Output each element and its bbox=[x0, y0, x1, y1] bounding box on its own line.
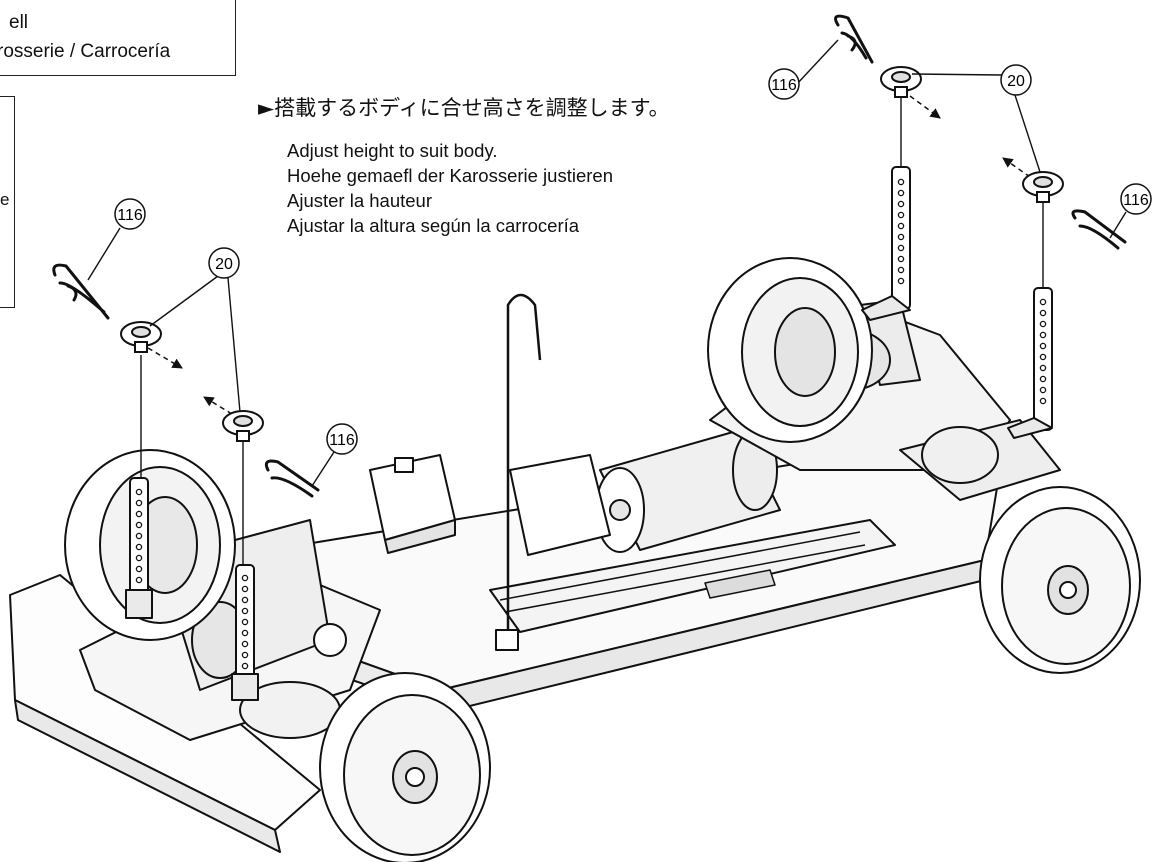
rear-right-wheel bbox=[979, 486, 1141, 674]
instruction-german: Hoehe gemaefl der Karosserie justieren bbox=[287, 165, 613, 186]
callout-body-washer-front: 20 bbox=[208, 247, 240, 279]
body-post-rear-right bbox=[1007, 287, 1053, 439]
body-post-rear-left bbox=[861, 166, 911, 321]
instruction-spanish: Ajustar la altura según la carrocería bbox=[287, 215, 580, 236]
body-washer-icon bbox=[1022, 171, 1064, 203]
side-note-text: e bbox=[0, 190, 10, 209]
body-clip-icon bbox=[1071, 209, 1127, 250]
body-washer-icon bbox=[880, 66, 922, 98]
arrow-clip-to-washer-front-right bbox=[203, 396, 233, 415]
side-note-box: e bbox=[0, 96, 15, 308]
assembly-arrows bbox=[147, 95, 1031, 415]
body-clips bbox=[52, 14, 1127, 498]
antenna bbox=[495, 293, 542, 651]
post-holes-rear-left bbox=[897, 178, 905, 285]
body-post-front-left bbox=[125, 477, 153, 619]
callout-label: 116 bbox=[117, 207, 143, 224]
guide-lines bbox=[140, 98, 1044, 565]
instruction-english: Adjust height to suit body. bbox=[287, 140, 498, 161]
instruction-french: Ajuster la hauteur bbox=[287, 190, 433, 211]
callout-label: 20 bbox=[215, 256, 233, 273]
body-clip-icon bbox=[52, 263, 110, 320]
battery-tray bbox=[489, 519, 896, 633]
post-holes-front-right bbox=[241, 574, 249, 670]
callout-body-clip-front-left: 116 bbox=[114, 198, 146, 230]
arrow-clip-to-washer-rear-left bbox=[909, 95, 941, 119]
body-clip-icon bbox=[834, 14, 874, 64]
post-holes-rear-right bbox=[1039, 298, 1047, 405]
post-holes bbox=[135, 178, 1047, 670]
body-post-front-right bbox=[231, 564, 259, 701]
body-clip-icon bbox=[264, 459, 320, 498]
arrow-clip-to-washer-rear-right bbox=[1002, 157, 1031, 178]
arrow-clip-to-washer-front-left bbox=[147, 347, 183, 369]
callout-label: 116 bbox=[1123, 192, 1149, 209]
part-callouts: 116 20 116 116 20 116 bbox=[114, 64, 1152, 455]
callout-label: 116 bbox=[771, 77, 797, 94]
section-title-box: ell rosserie / Carrocería bbox=[0, 0, 236, 76]
callout-label: 116 bbox=[329, 432, 355, 449]
callout-body-washer-rear: 20 bbox=[1000, 64, 1032, 96]
callout-body-clip-rear-left: 116 bbox=[768, 68, 800, 100]
post-holes-front-left bbox=[135, 488, 143, 584]
esc-box bbox=[509, 454, 611, 556]
callout-body-clip-rear-right: 116 bbox=[1120, 183, 1152, 215]
section-title-line-2: rosserie / Carrocería bbox=[0, 41, 171, 62]
callout-body-clip-front-right: 116 bbox=[326, 423, 358, 455]
front-right-wheel bbox=[319, 672, 491, 862]
body-washers bbox=[120, 66, 1064, 442]
body-washer-icon bbox=[120, 321, 162, 353]
body-washer-icon bbox=[222, 410, 264, 442]
rear-left-wheel bbox=[707, 257, 873, 443]
receiver-box bbox=[369, 454, 456, 554]
callout-label: 20 bbox=[1007, 73, 1025, 90]
instruction-japanese: ►搭載するボディに合せ高さを調整します。 bbox=[258, 96, 670, 120]
instruction-translations: Adjust height to suit body. Hoehe gemaef… bbox=[287, 138, 613, 238]
section-title-line-1: ell bbox=[9, 12, 29, 33]
leader-lines bbox=[87, 39, 1127, 487]
